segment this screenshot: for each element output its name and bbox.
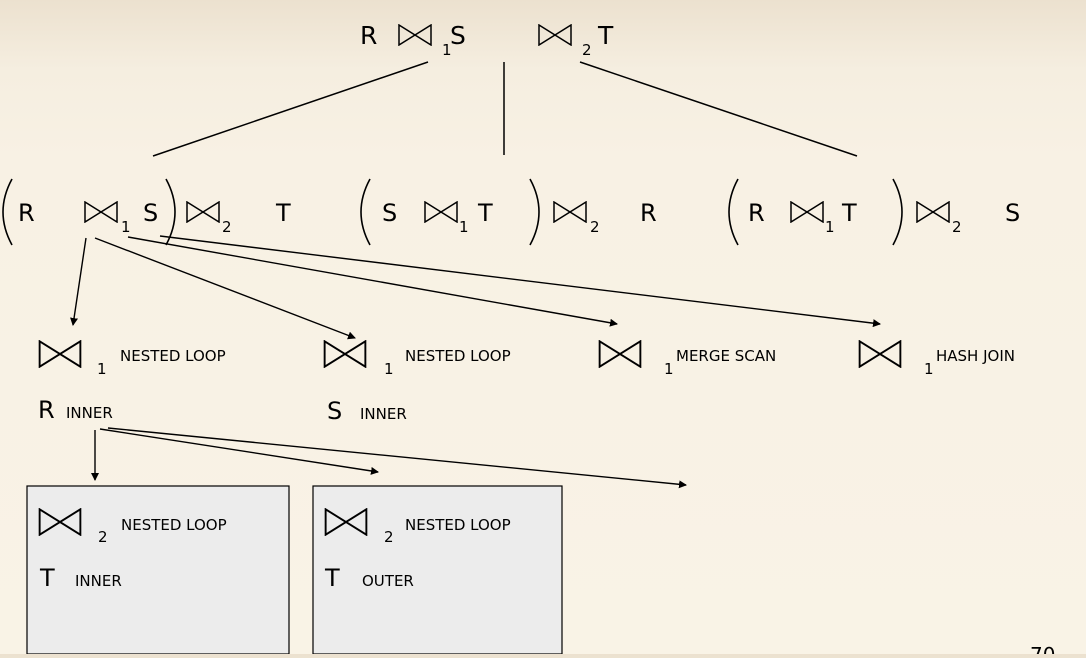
top-rel-t: T [597,21,614,50]
method-2-role: INNER [360,405,407,423]
method-1-join-icon [38,340,82,368]
box-2-role: OUTER [362,572,414,590]
plan-2-join-sub: 1 [459,218,469,236]
plan-3-outer-join-icon [916,201,950,223]
method-2-name: NESTED LOOP [405,347,511,365]
top-rel-r: R [360,21,377,50]
box-1-sub: 2 [98,528,108,546]
plan-3-close-paren [892,178,903,246]
tree-edges [152,61,858,157]
edge-plan-3 [579,61,858,157]
method-1-name: NESTED LOOP [120,347,226,365]
plan-2-right: T [477,199,493,227]
box-2-rel: T [324,564,340,592]
plan-3-open-paren [728,178,739,246]
plan-1-outer-join-icon [186,201,220,223]
plan-3-third: S [1005,199,1020,227]
method-4-sub: 1 [924,360,934,378]
method-1-rel: R [38,396,55,424]
plan-3-join-sub: 1 [825,218,835,236]
method-3-join-icon [598,340,642,368]
box-1: 2 NESTED LOOP T INNER [26,485,290,655]
box-1-role: INNER [75,572,122,590]
plan-2-outer-join-icon [553,201,587,223]
method-2-join-icon [323,340,367,368]
plan-2-close-paren [529,178,540,246]
top-rel-s: S [450,21,466,50]
plan-2-outer-join-sub: 2 [590,218,600,236]
plan-1-close-paren [165,178,176,246]
top-join-1-sub: 1 [442,41,452,59]
method-1-sub: 1 [97,360,107,378]
method-3-sub: 1 [664,360,674,378]
method-4-name: HASH JOIN [936,347,1015,365]
method-1-role: INNER [66,404,113,422]
plan-3-left: R [748,199,765,227]
edge-plan-1 [152,61,429,157]
plan-2: S 1 T 2 R [360,178,657,246]
plan-1-left: R [18,199,35,227]
top-join-1-icon [398,24,432,46]
arrow-to-box-2 [99,428,379,475]
plan-1-outer-join-sub: 2 [222,218,232,236]
plan-3: R 1 T 2 S [728,178,1020,246]
plan-1-join-icon [84,201,118,223]
top-expression: R 1 S 2 T [360,21,614,59]
box-1-name: NESTED LOOP [121,516,227,534]
plan-2-left: S [382,199,397,227]
method-2-rel: S [327,397,342,425]
box-1-frame [26,485,290,655]
method-4-join-icon [858,340,902,368]
plan-2-join-icon [424,201,458,223]
method-arrows [70,235,881,340]
plan-1: R 1 S 2 T [2,178,291,246]
method-2-sub: 1 [384,360,394,378]
plan-2-open-paren [360,178,371,246]
sub-arrows [91,427,687,489]
top-join-2-icon [538,24,572,46]
top-join-2-sub: 2 [582,41,592,59]
method-3: 1 MERGE SCAN [598,340,776,378]
plan-1-right: S [143,199,158,227]
arrow-to-method-1 [70,237,87,326]
box-1-rel: T [39,564,55,592]
plan-3-right: T [841,199,857,227]
plan-1-join-sub: 1 [121,218,131,236]
method-3-name: MERGE SCAN [676,347,776,365]
box-2-name: NESTED LOOP [405,516,511,534]
plan-3-join-icon [790,201,824,223]
arrow-to-method-3 [127,236,618,327]
box-2-frame [312,485,563,655]
plan-1-open-paren [2,178,13,246]
arrow-to-third-option [107,427,687,489]
plan-2-third: R [640,199,657,227]
page-number: 70 [1030,643,1055,654]
plan-1-third: T [275,199,291,227]
box-2: 2 NESTED LOOP T OUTER [312,485,563,655]
arrow-to-method-2 [94,237,356,340]
arrow-to-method-4 [159,235,881,328]
box-2-sub: 2 [384,528,394,546]
method-4: 1 HASH JOIN [858,340,1015,378]
method-1: 1 NESTED LOOP R INNER [38,340,226,424]
plan-3-outer-join-sub: 2 [952,218,962,236]
method-2: 1 NESTED LOOP S INNER [323,340,511,425]
